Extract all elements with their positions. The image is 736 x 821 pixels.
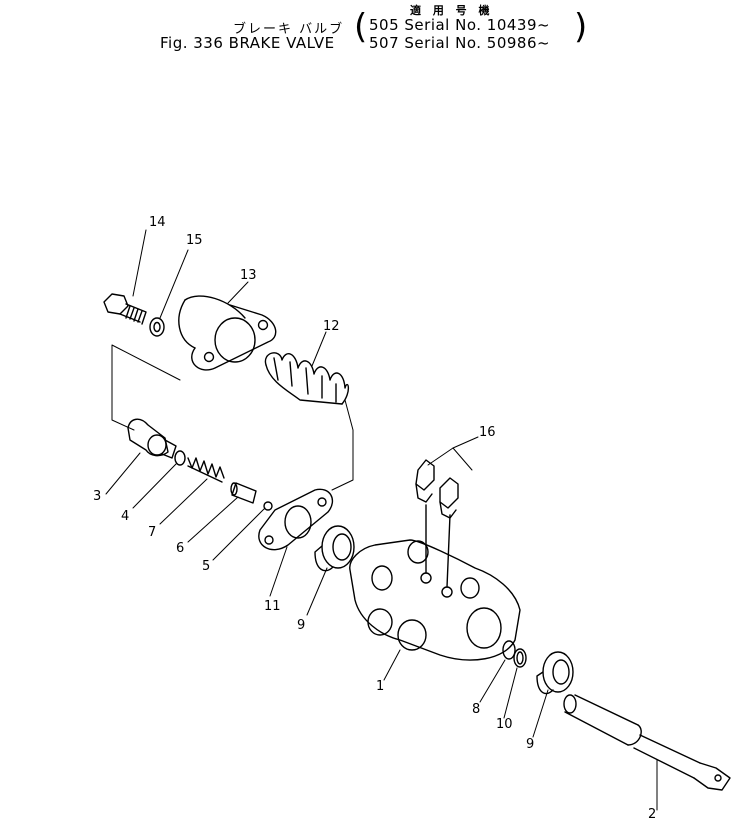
callout-4: 4 — [121, 509, 129, 524]
callout-16: 16 — [479, 425, 496, 440]
seal-9-upper — [314, 525, 355, 572]
callout-10: 10 — [496, 717, 513, 732]
callout-7: 7 — [148, 525, 156, 540]
callout-5: 5 — [202, 559, 210, 574]
callout-labels: 14 15 13 12 16 3 4 7 6 5 11 9 1 8 10 9 2 — [93, 215, 656, 821]
gasket-11 — [258, 488, 333, 551]
valve-body-1 — [349, 504, 521, 661]
callout-14: 14 — [149, 215, 166, 230]
seal-9-lower — [536, 651, 574, 695]
right-bracket: ) — [574, 7, 588, 47]
callout-9-upper: 9 — [297, 618, 305, 633]
callout-3: 3 — [93, 489, 101, 504]
serial-range-505: 505 Serial No. 10439~ — [369, 16, 551, 34]
ring-10 — [513, 648, 527, 668]
shaft-2 — [563, 694, 731, 791]
figure-title: Fig. 336 BRAKE VALVE — [160, 34, 335, 52]
serial-range-507: 507 Serial No. 50986~ — [369, 34, 551, 52]
spring-7 — [187, 457, 225, 483]
plunger-6 — [230, 482, 257, 504]
callout-13: 13 — [240, 268, 257, 283]
assembly-reference-lines — [111, 344, 354, 491]
callout-12: 12 — [323, 319, 340, 334]
washer-15 — [149, 317, 165, 337]
callout-11: 11 — [264, 599, 281, 614]
callout-1: 1 — [376, 679, 384, 694]
ball-5 — [263, 501, 273, 511]
leader-lines — [105, 229, 658, 811]
fittings-16 — [415, 459, 459, 519]
callout-9-lower: 9 — [526, 737, 534, 752]
o-ring-8 — [502, 640, 516, 660]
o-ring-4 — [174, 450, 186, 466]
callout-8: 8 — [472, 702, 480, 717]
cover-13 — [178, 295, 277, 371]
callout-15: 15 — [186, 233, 203, 248]
callout-6: 6 — [176, 541, 184, 556]
title-japanese: ブレーキ バルブ — [233, 22, 345, 37]
bolt-14 — [103, 293, 147, 325]
valve-3 — [127, 418, 177, 459]
spring-12 — [264, 352, 350, 405]
callout-2: 2 — [648, 807, 656, 821]
left-bracket: ( — [354, 7, 368, 47]
applicability-label: 適 用 号 機 — [410, 4, 494, 17]
